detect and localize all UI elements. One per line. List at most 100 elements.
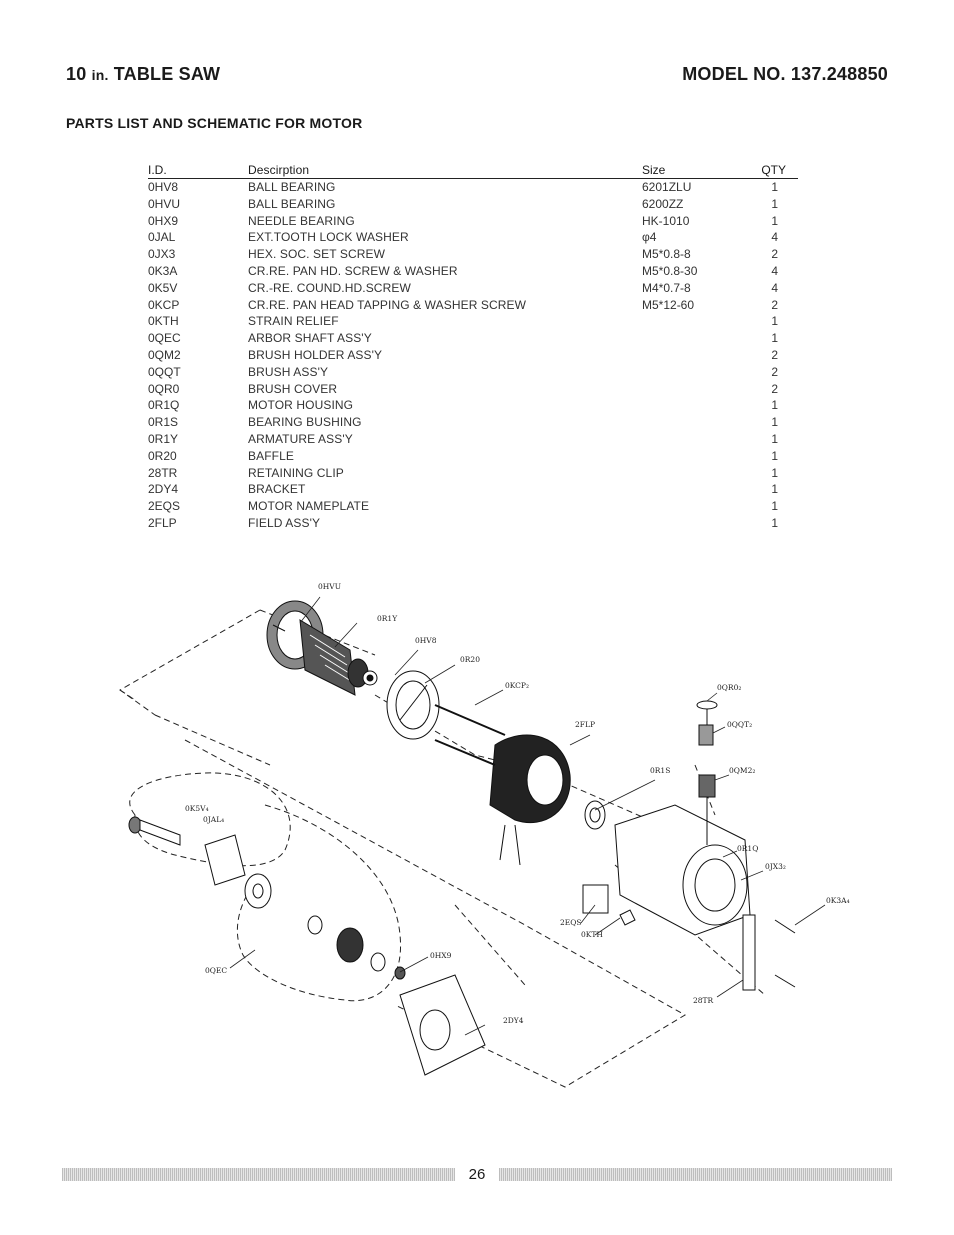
cell-qty: 1 [771, 465, 778, 480]
cell-size: M5*0.8-8 [642, 247, 691, 262]
callout-0hv8: 0HV8 [415, 636, 437, 645]
page-number: 26 [468, 1166, 486, 1183]
cell-qty: 1 [771, 180, 778, 194]
footer-rule-left [62, 1168, 455, 1181]
cell-id: 0HV8 [148, 180, 179, 194]
callout-0jx3: 0JX3₂ [765, 862, 786, 871]
cell-qty: 1 [771, 499, 778, 514]
cell-size: 6201ZLU [642, 180, 692, 194]
armature-assembly-part [266, 600, 378, 696]
leader-lines [229, 596, 826, 1036]
model-number: MODEL NO. 137.248850 [682, 64, 888, 84]
parts-table-header: I.D. Descirption Size QTY [148, 163, 798, 179]
cell-size: M5*0.8-30 [642, 263, 698, 278]
callout-0hx9: 0HX9 [430, 951, 452, 960]
section-title: PARTS LIST AND SCHEMATIC FOR MOTOR [66, 115, 363, 131]
cell-description: BRUSH HOLDER ASS'Y [248, 347, 383, 362]
cell-size: M4*0.7-8 [642, 280, 691, 295]
cell-description: CR.RE. PAN HEAD TAPPING & WASHER SCREW [248, 297, 527, 312]
cell-description: STRAIN RELIEF [248, 314, 339, 329]
callout-0r1q: 0R1Q [737, 844, 758, 853]
callout-2dy4: 2DY4 [503, 1016, 524, 1025]
callout-0k3a: 0K3A₄ [826, 896, 850, 905]
callout-0qr0: 0QR0₂ [717, 683, 741, 692]
table-row: 0QM2 BRUSH HOLDER ASS'Y 2 [148, 347, 798, 364]
callout-0qm2: 0QM2₂ [729, 766, 755, 775]
cell-description: MOTOR NAMEPLATE [248, 499, 370, 514]
cell-qty: 4 [771, 263, 778, 278]
motor-schematic-diagram: 0HVU 0R1Y 0HV8 0R20 0KCP₂ 0QR0₂ 0QQT₂ 0Q… [95, 575, 865, 1105]
cell-id: 0R1S [148, 415, 179, 430]
cell-id: 0QR0 [148, 381, 180, 396]
cell-qty: 1 [771, 515, 778, 530]
table-row: 2EQS MOTOR NAMEPLATE 1 [148, 498, 798, 515]
cell-id: 0HX9 [148, 213, 179, 228]
cell-qty: 4 [771, 280, 778, 295]
title-number: 10 [66, 64, 87, 84]
cell-id: 28TR [148, 465, 178, 480]
cell-id: 0R1Q [148, 398, 180, 413]
cell-id: 0QQT [148, 364, 181, 379]
cell-qty: 1 [771, 331, 778, 346]
callout-0kcp: 0KCP₂ [505, 681, 529, 690]
cell-id: 2FLP [148, 515, 177, 530]
cell-id: 2DY4 [148, 482, 179, 497]
cell-id: 0QM2 [148, 347, 181, 362]
cell-size: 6200ZZ [642, 196, 684, 211]
cell-id: 0R1Y [148, 431, 179, 446]
cell-id: 0K5V [148, 280, 178, 295]
cell-qty: 1 [771, 398, 778, 413]
cell-description: BAFFLE [248, 448, 294, 463]
cell-description: MOTOR HOUSING [248, 398, 354, 413]
callout-0r20: 0R20 [460, 655, 480, 664]
cell-description: CR.RE. PAN HD. SCREW & WASHER [248, 263, 458, 278]
callout-0hvu: 0HVU [318, 582, 341, 591]
cell-id: 0KTH [148, 314, 179, 329]
cell-id: 2EQS [148, 499, 181, 514]
cell-description: EXT.TOOTH LOCK WASHER [248, 230, 409, 245]
callout-2flp: 2FLP [575, 720, 595, 729]
cell-size: M5*12-60 [642, 297, 695, 312]
callout-0r1s: 0R1S [650, 766, 670, 775]
callout-0kth: 0KTH [581, 930, 603, 939]
column-header-description: Descirption [248, 163, 310, 177]
title-unit: in. [91, 67, 109, 83]
cell-qty: 2 [771, 347, 778, 362]
cell-id: 0JAL [148, 230, 176, 245]
callout-0k5v: 0K5V₄ [185, 804, 209, 813]
motor-bracket-plate-part [399, 974, 486, 1076]
callout-2eqs: 2EQS [560, 918, 582, 927]
cell-qty: 1 [771, 314, 778, 329]
cell-description: BRUSH ASS'Y [248, 364, 329, 379]
cell-description: HEX. SOC. SET SCREW [248, 247, 386, 262]
cell-id: 0R20 [148, 448, 177, 463]
baffle-part [386, 670, 440, 740]
table-row: 0KTH STRAIN RELIEF 1 [148, 313, 798, 330]
page-footer: 26 [62, 1166, 892, 1184]
column-header-id: I.D. [148, 163, 167, 177]
cell-qty: 1 [771, 482, 778, 497]
cell-description: NEEDLE BEARING [248, 213, 355, 228]
cell-qty: 1 [771, 213, 778, 228]
cell-qty: 1 [771, 431, 778, 446]
schematic-drawing: 0HVU 0R1Y 0HV8 0R20 0KCP₂ 0QR0₂ 0QQT₂ 0Q… [119, 582, 850, 1088]
footer-rule-right [499, 1168, 892, 1181]
cell-id: 0KCP [148, 297, 180, 312]
cell-id: 0QEC [148, 331, 181, 346]
callout-0qec: 0QEC [205, 966, 227, 975]
field-assembly-part [434, 704, 571, 866]
